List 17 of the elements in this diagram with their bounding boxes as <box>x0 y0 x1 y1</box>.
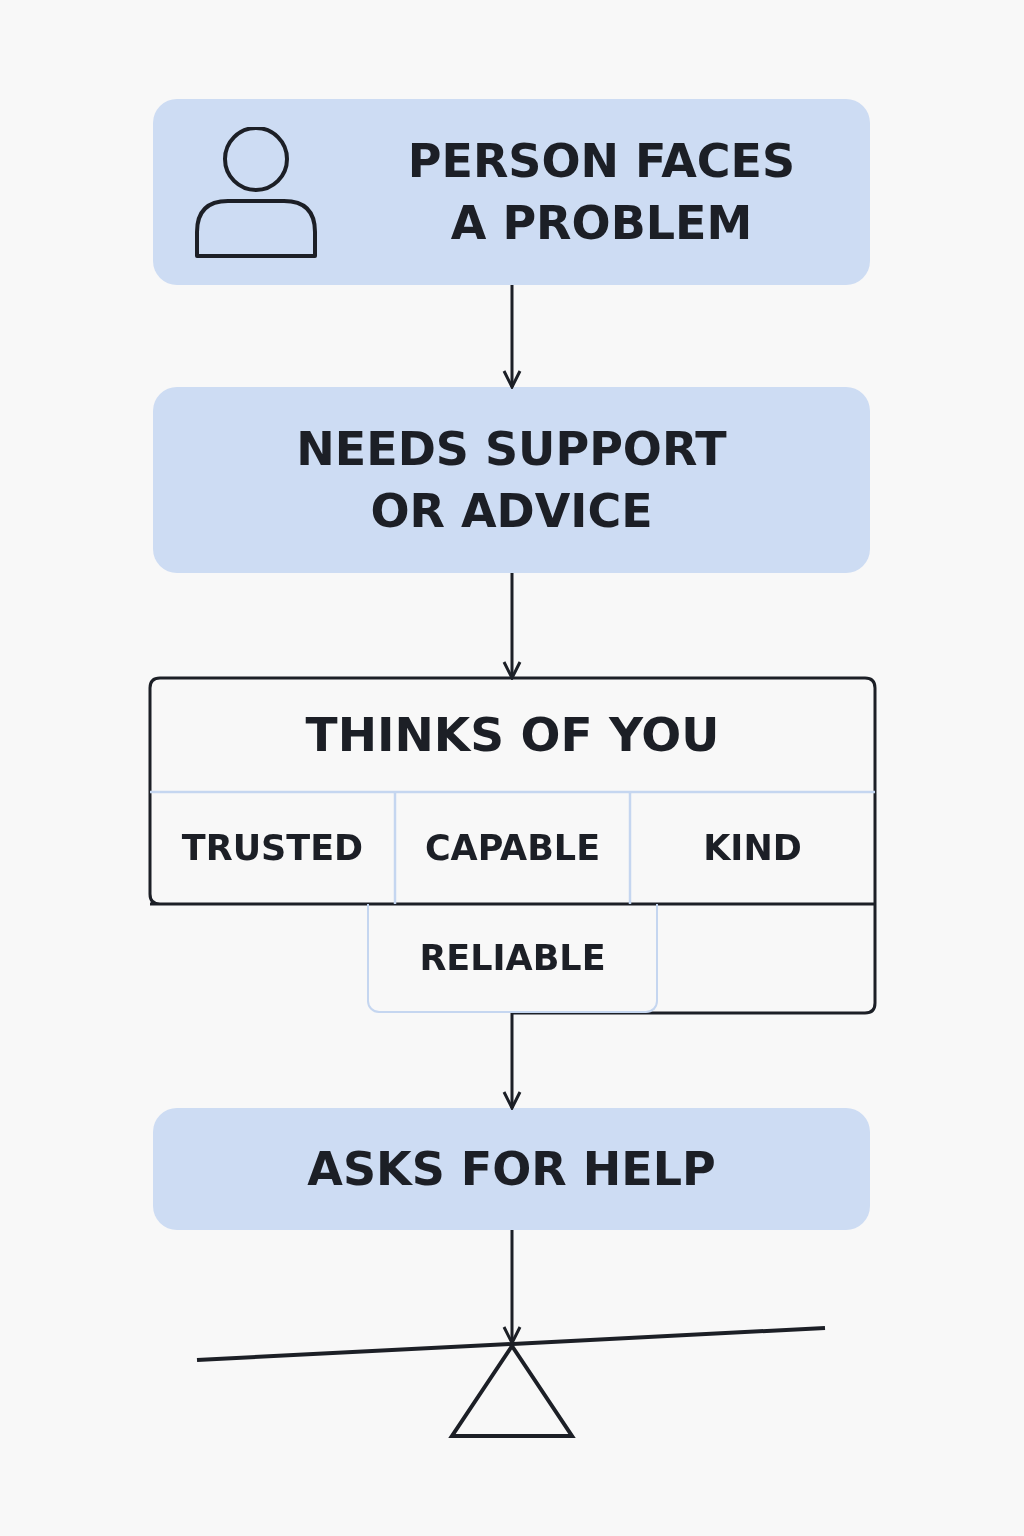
step-label: PERSON FACES A PROBLEM <box>406 133 797 252</box>
step-label: NEEDS SUPPORT OR ADVICE <box>295 421 728 540</box>
trait-cell: RELIABLE <box>367 904 658 1013</box>
process-box <box>153 99 870 285</box>
arrow <box>502 285 522 389</box>
arrow <box>502 573 522 680</box>
trait-label: CAPABLE <box>395 792 630 904</box>
trait-label: KIND <box>630 792 875 904</box>
arrow <box>502 1230 522 1345</box>
process-box <box>153 1108 870 1230</box>
step-label: ASKS FOR HELP <box>306 1141 717 1198</box>
seesaw-drawing <box>195 1326 827 1439</box>
process-box <box>153 387 870 573</box>
outlined-panel <box>150 678 875 1013</box>
panel-title: THINKS OF YOU <box>304 705 721 764</box>
arrow <box>502 1013 522 1110</box>
trait-label: TRUSTED <box>150 792 395 904</box>
